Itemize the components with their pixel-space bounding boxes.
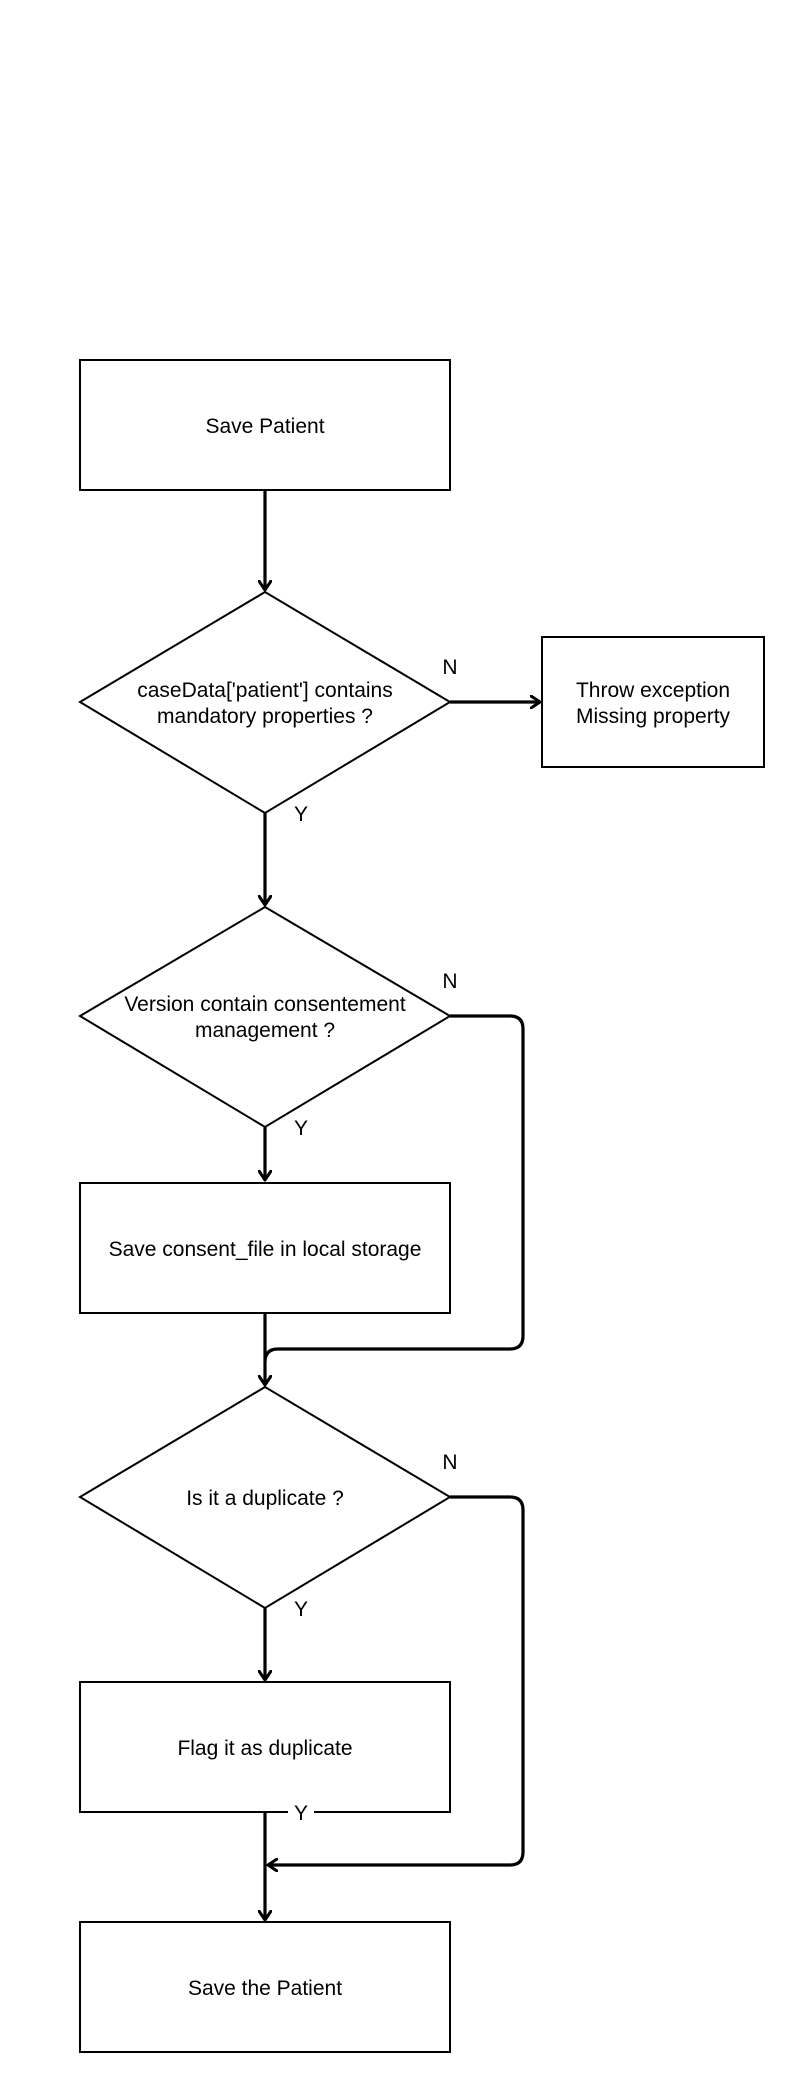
exception-label-line-2: Missing property (576, 705, 731, 728)
edges (265, 490, 540, 1920)
start-box (79, 359, 451, 491)
node-texts: Save Patient caseData['patient'] contain… (109, 415, 731, 2000)
flag-duplicate-label: Flag it as duplicate (177, 1737, 352, 1760)
duplicate-decision-diamond (78, 1385, 452, 1610)
flag-yes-label: Y (294, 1802, 308, 1825)
duplicate-yes-label: Y (294, 1598, 308, 1621)
edge-duplicate-no-bypass (268, 1495, 525, 1865)
edge-consent-no-bypass (263, 1014, 525, 1363)
mandatory-label-line-1: caseData['patient'] contains (137, 679, 393, 702)
nodes (78, 359, 765, 2053)
save-consent-box (79, 1182, 451, 1314)
save-patient-box (79, 1921, 451, 2053)
consent-label-line-1: Version contain consentement (124, 993, 406, 1016)
edge-labels: N Y N Y N Y Y (294, 656, 458, 1825)
consent-label-line-2: management ? (195, 1019, 335, 1042)
mandatory-yes-label: Y (294, 803, 308, 826)
mandatory-label-line-2: mandatory properties ? (157, 705, 373, 728)
consent-no-label: N (442, 970, 457, 993)
duplicate-label: Is it a duplicate ? (186, 1487, 344, 1510)
save-consent-label: Save consent_file in local storage (109, 1238, 422, 1261)
exception-label-line-1: Throw exception (576, 679, 730, 702)
exception-box (541, 636, 765, 768)
flag-yes-label-gap (288, 1800, 314, 1824)
consent-decision-diamond (78, 905, 452, 1129)
consent-yes-label: Y (294, 1117, 308, 1140)
save-patient-label: Save the Patient (188, 1977, 342, 2000)
start-label: Save Patient (205, 415, 324, 438)
flag-duplicate-box (79, 1681, 451, 1813)
mandatory-no-label: N (442, 656, 457, 679)
duplicate-no-label: N (442, 1451, 457, 1474)
mandatory-decision-diamond (78, 590, 452, 815)
